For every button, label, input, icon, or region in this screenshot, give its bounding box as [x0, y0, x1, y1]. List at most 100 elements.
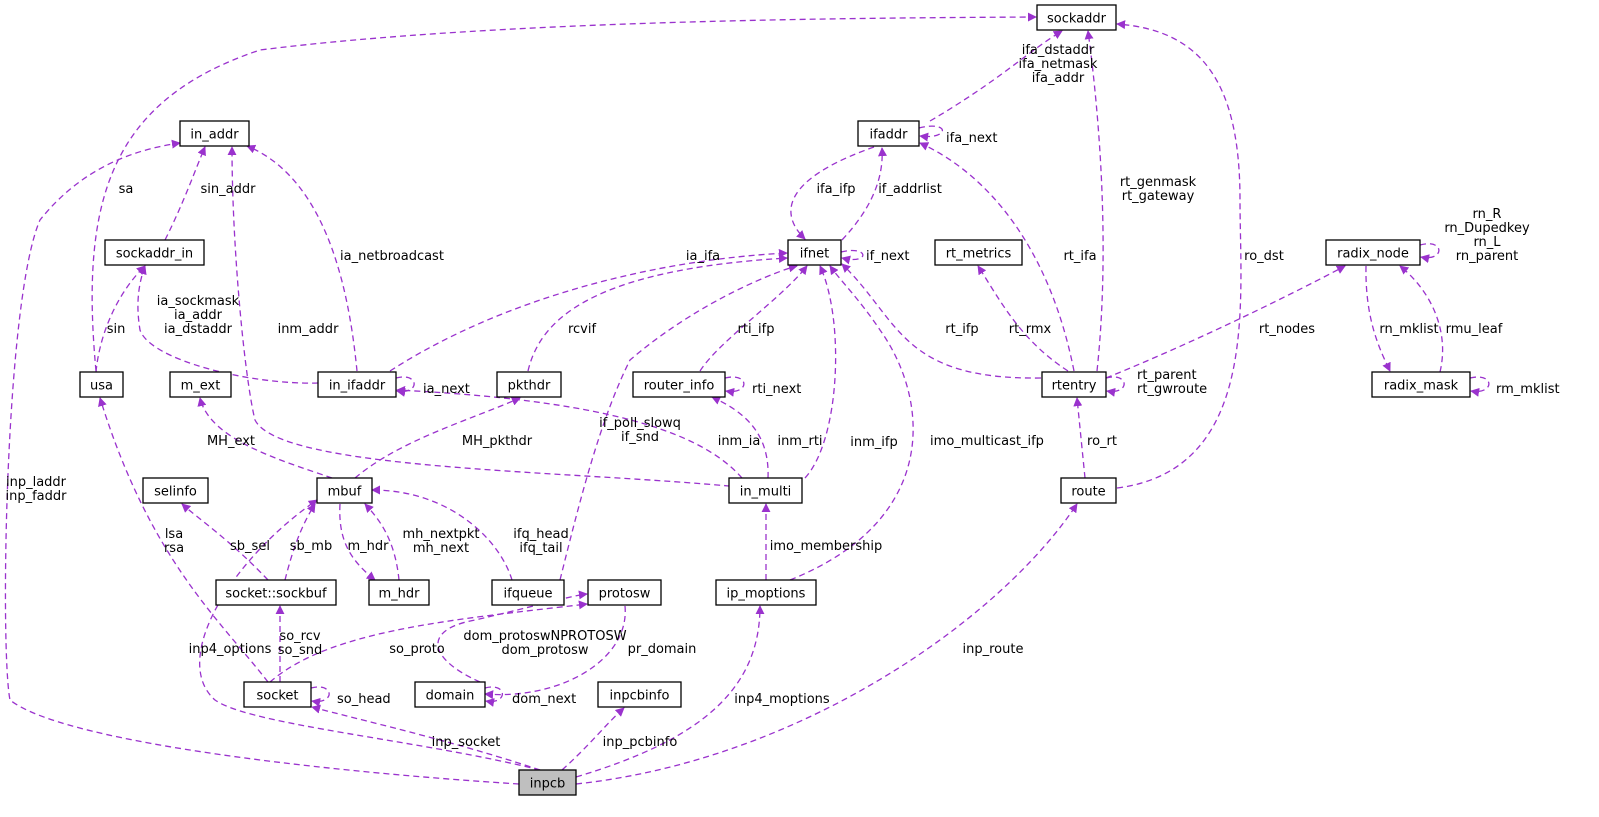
edge-label-in-multi-ifnet: inm_ifp: [850, 435, 897, 450]
edge-label-in-ifaddr-self: ia_next: [423, 382, 470, 397]
edge-label-rtentry-rt-metrics: rt_rmx: [1009, 322, 1052, 337]
node-protosw[interactable]: protosw: [587, 579, 662, 606]
edge-label-in-ifaddr-ifnet: ia_ifa: [686, 249, 720, 264]
edge-label-in-multi-in-ifaddr: inm_ia: [718, 434, 761, 449]
node-label: selinfo: [154, 485, 197, 500]
edge-label-ip-moptions-ifnet: imo_multicast_ifp: [930, 434, 1044, 449]
node-label: protosw: [599, 587, 651, 602]
node-rt-metrics[interactable]: rt_metrics: [934, 239, 1023, 266]
edge-label-line: so_rcv: [279, 629, 320, 644]
edge-label-line: inp4_moptions: [734, 692, 830, 707]
edge-label-line: rt_gwroute: [1137, 382, 1207, 397]
edge-usa-sockaddr-in: [95, 265, 146, 373]
edge-label-usa-sockaddr: sa: [119, 182, 134, 197]
edge-label-protosw-domain: pr_domain: [628, 642, 697, 657]
node-mbuf[interactable]: mbuf: [316, 477, 373, 504]
edge-ifnet-next: [840, 249, 864, 265]
edge-label-sockaddr-in-in-addr: sin_addr: [201, 182, 257, 197]
node-ip-moptions[interactable]: ip_moptions: [715, 579, 817, 606]
node-label: ifaddr: [869, 128, 908, 143]
edge-ifaddr-next: [918, 125, 944, 142]
node-sockaddr[interactable]: sockaddr: [1036, 4, 1117, 31]
node-socket-sockbuf[interactable]: socket::sockbuf: [215, 579, 337, 606]
node-label: in_multi: [740, 485, 792, 500]
edge-rtentry-rt-metrics: [977, 265, 1069, 372]
edge-sockaddr-in-in-addr: [164, 146, 206, 241]
node-label: inpcbinfo: [610, 689, 670, 704]
node-route[interactable]: route: [1060, 477, 1117, 504]
node-box: [104, 239, 205, 266]
edge-route-rtentry: [1073, 397, 1086, 479]
edge-label-radix-node-radix-mask: rn_mklist: [1379, 322, 1438, 337]
node-in-ifaddr[interactable]: in_ifaddr: [317, 371, 397, 398]
node-ifnet[interactable]: ifnet: [787, 239, 842, 266]
edge-label-line: mh_nextpkt: [402, 527, 479, 542]
edge-label-line: ia_netbroadcast: [340, 249, 444, 264]
node-in-addr[interactable]: in_addr: [179, 120, 250, 147]
node-ifaddr[interactable]: ifaddr: [857, 120, 920, 147]
node-box: [597, 681, 682, 708]
edge-label-line: rt_rmx: [1009, 322, 1052, 337]
edge-label-radix-mask-self: rm_mklist: [1496, 382, 1560, 397]
node-box: [715, 579, 817, 606]
edge-label-line: mh_next: [413, 541, 469, 556]
edge-label-line: inm_ia: [718, 434, 761, 449]
node-usa[interactable]: usa: [79, 371, 124, 398]
edge-mbuf-pkthdr: [354, 397, 521, 479]
edge-label-line: rm_mklist: [1496, 382, 1560, 397]
node-ifqueue[interactable]: ifqueue: [491, 579, 565, 606]
edge-label-line: rti_next: [752, 382, 801, 397]
edge-label-line: rn_parent: [1456, 249, 1518, 264]
edge-label-line: dom_protoswNPROTOSW: [463, 629, 626, 644]
node-m-hdr[interactable]: m_hdr: [368, 579, 430, 606]
node-inpcb[interactable]: inpcb: [518, 769, 577, 796]
edge-label-line: rt_nodes: [1259, 322, 1315, 337]
edge-label-pkthdr-ifnet: rcvif: [568, 322, 597, 337]
edge-radix-mask-self: [1469, 376, 1490, 397]
edge-label-line: inp_socket: [432, 735, 501, 750]
edge-inpcb-socket: [311, 704, 541, 771]
edge-label-mbuf-pkthdr: MH_pkthdr: [462, 434, 533, 449]
node-box: [79, 371, 124, 398]
edge-socket-protosw: [269, 600, 588, 683]
edge-label-line: MH_pkthdr: [462, 434, 533, 449]
edge-m-hdr-mbuf: [364, 503, 400, 581]
node-label: m_hdr: [379, 587, 421, 602]
edge-rtentry-radix-node: [1105, 265, 1346, 379]
edge-label-line: imo_multicast_ifp: [930, 434, 1044, 449]
edge-label-socket-protosw: so_proto: [389, 642, 445, 657]
node-rtentry[interactable]: rtentry: [1041, 371, 1107, 398]
node-pkthdr[interactable]: pkthdr: [496, 371, 562, 398]
edge-label-line: ia_dstaddr: [164, 322, 233, 337]
node-label: socket: [256, 689, 298, 704]
edge-rtentry-ifnet: [841, 263, 1042, 379]
node-inpcbinfo[interactable]: inpcbinfo: [597, 681, 682, 708]
edge-label-line: ro_dst: [1244, 249, 1284, 264]
edge-label-line: inp_faddr: [6, 489, 68, 504]
node-box: [1371, 371, 1471, 398]
node-label: sockaddr: [1047, 12, 1107, 27]
edge-label-line: rt_ifp: [945, 322, 978, 337]
edge-label-line: sin_addr: [201, 182, 257, 197]
edge-label-ifnet-ifaddr: ifa_ifp: [816, 182, 855, 197]
node-radix-node[interactable]: radix_node: [1325, 239, 1421, 266]
edge-label-line: rt_genmask: [1120, 175, 1197, 190]
node-selinfo[interactable]: selinfo: [142, 477, 209, 504]
node-radix-mask[interactable]: radix_mask: [1371, 371, 1471, 398]
node-label: router_info: [644, 379, 715, 394]
node-label: ifqueue: [504, 587, 553, 602]
node-domain[interactable]: domain: [414, 681, 486, 708]
node-m-ext[interactable]: m_ext: [169, 371, 232, 398]
node-sockaddr-in[interactable]: sockaddr_in: [104, 239, 205, 266]
edge-label-line: dom_protosw: [501, 643, 588, 658]
edge-label-line: ia_ifa: [686, 249, 720, 264]
edge-label-line: if_poll_slowq: [599, 416, 681, 431]
edge-label-line: rmu_leaf: [1446, 322, 1503, 337]
node-router-info[interactable]: router_info: [632, 371, 726, 398]
node-socket[interactable]: socket: [243, 681, 312, 708]
edge-label-mbuf-m-ext: MH_ext: [207, 434, 255, 449]
node-in-multi[interactable]: in_multi: [728, 477, 803, 504]
